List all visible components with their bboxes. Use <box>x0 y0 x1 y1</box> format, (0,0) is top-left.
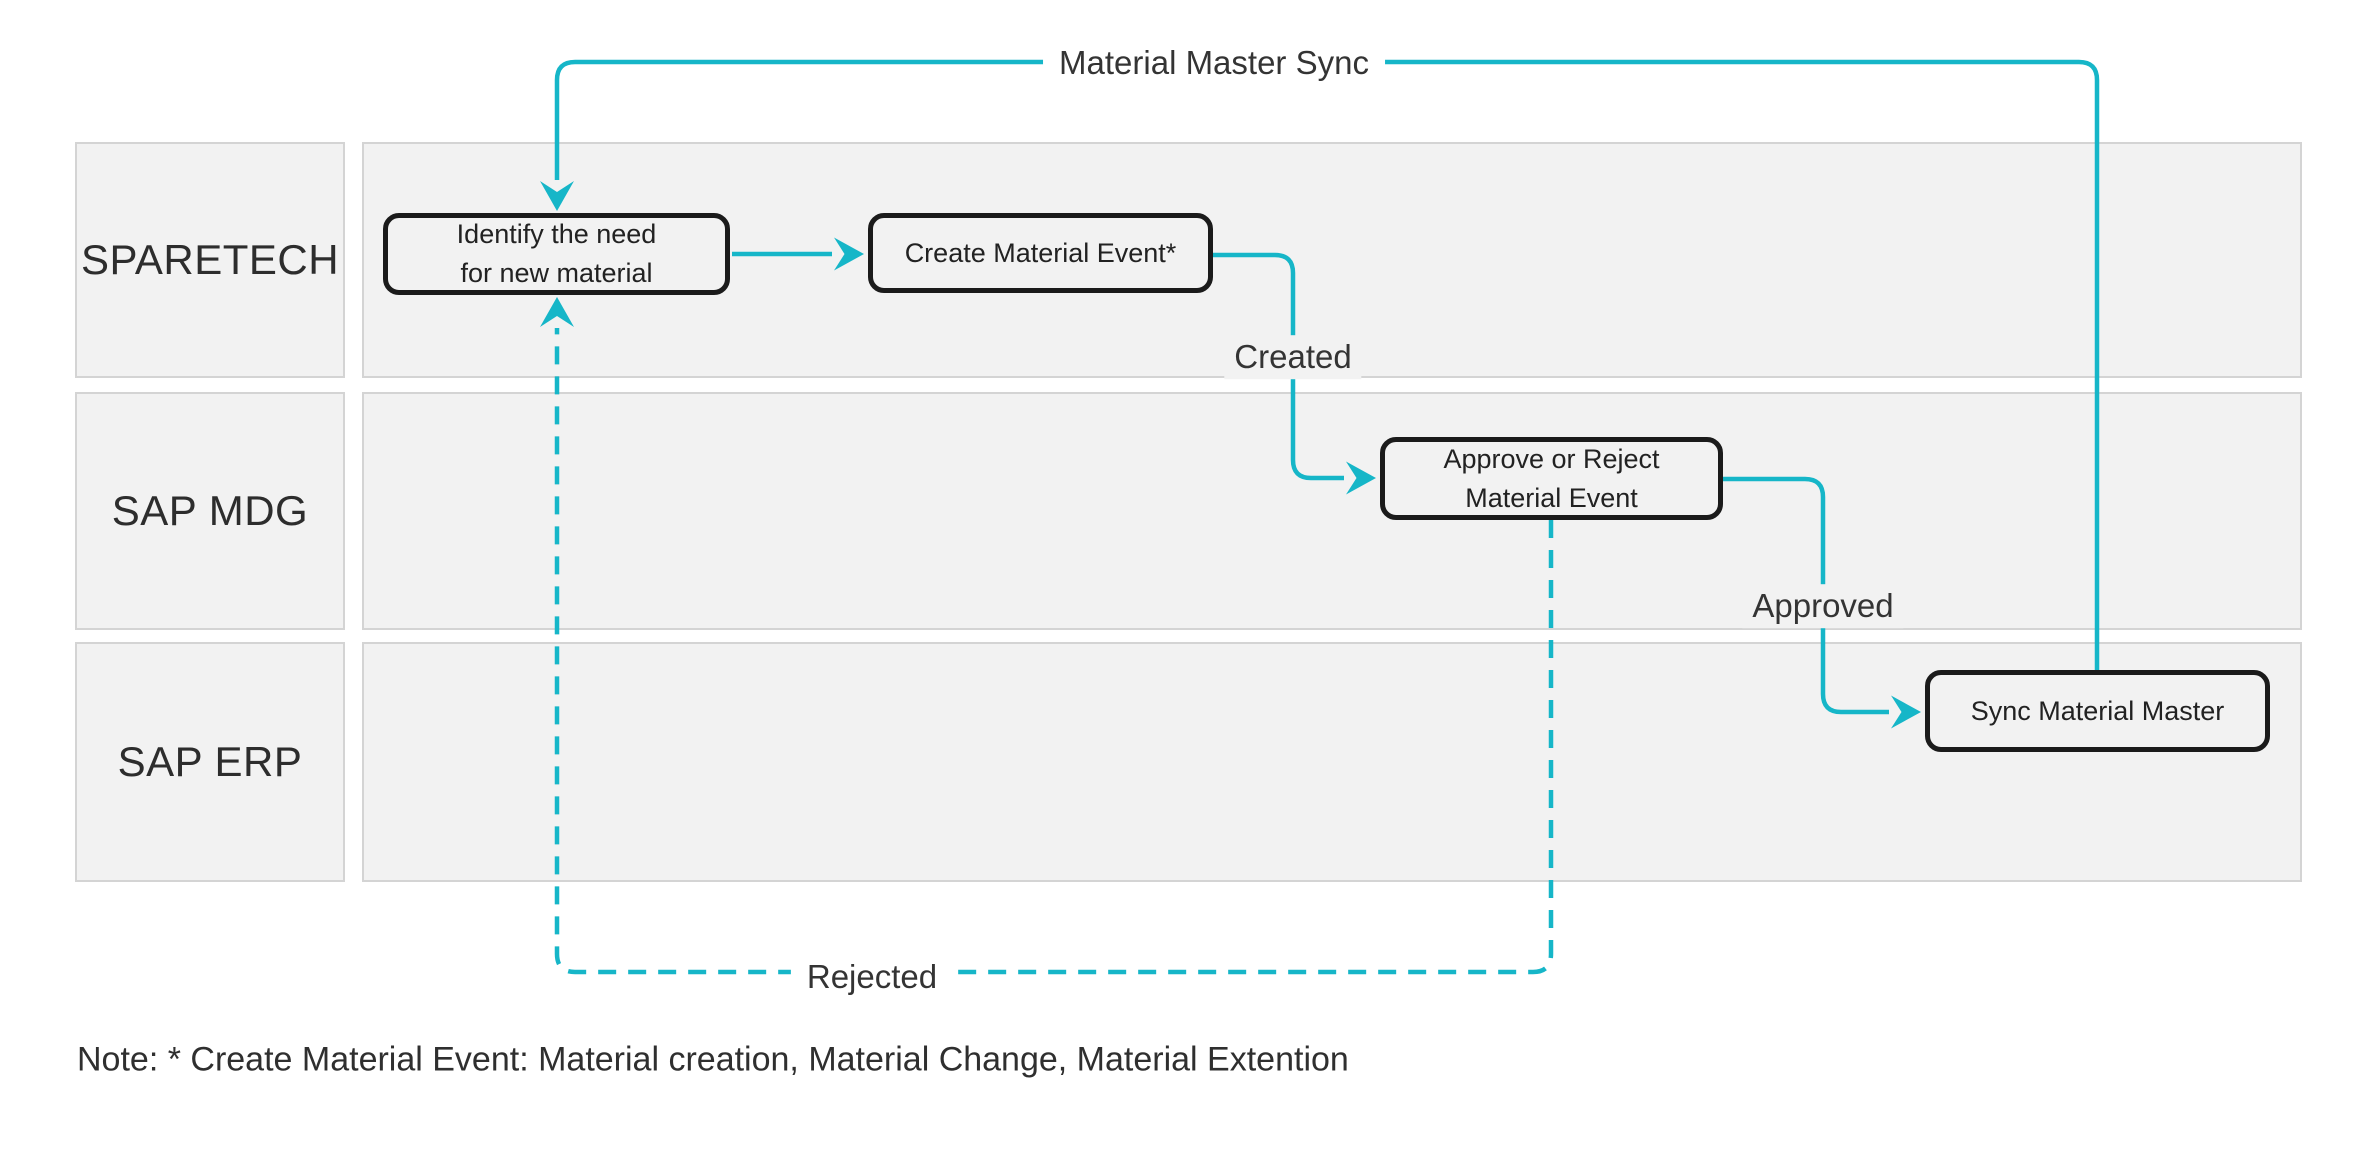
node-sync-material-master: Sync Material Master <box>1925 670 2270 752</box>
lane-label-sap-mdg: SAP MDG <box>75 392 345 630</box>
node-text-line: Material Event <box>1465 482 1638 513</box>
node-text-line: Approve or Reject <box>1443 443 1660 474</box>
node-text-line: Identify the need <box>456 219 657 249</box>
arrowhead-right-icon <box>1891 695 1921 729</box>
node-text-line: Create Material Event* <box>904 237 1177 268</box>
lane-label-text: SAP ERP <box>117 738 303 785</box>
node-text-line: for new material <box>460 258 653 288</box>
arrowhead-right-icon <box>834 237 864 271</box>
edge-label-created: Created <box>1224 335 1362 379</box>
footnote: Note: * Create Material Event: Material … <box>77 1040 1349 1079</box>
lane-label-text: SPARETECH <box>80 236 340 283</box>
edge-label-rejected: Rejected <box>790 955 954 999</box>
arrowhead-up-icon <box>540 297 574 327</box>
node-text-line: Sync Material Master <box>1970 695 2225 726</box>
edge-label-approved: Approved <box>1742 584 1904 628</box>
lane-label-sparetech: SPARETECH <box>75 142 345 378</box>
node-approve-or-reject: Approve or Reject Material Event <box>1380 437 1723 520</box>
arrowhead-down-icon <box>540 181 574 211</box>
lane-row-sap-mdg <box>362 392 2302 630</box>
node-create-material-event: Create Material Event* <box>868 213 1213 293</box>
edge-rejected <box>554 328 1554 975</box>
lane-label-sap-erp: SAP ERP <box>75 642 345 882</box>
node-identify-need: Identify the need for new material <box>383 213 730 295</box>
arrowhead-right-icon <box>1346 461 1376 495</box>
lane-label-text: SAP MDG <box>111 487 309 534</box>
edge-label-material-master-sync: Material Master Sync <box>1043 41 1385 85</box>
